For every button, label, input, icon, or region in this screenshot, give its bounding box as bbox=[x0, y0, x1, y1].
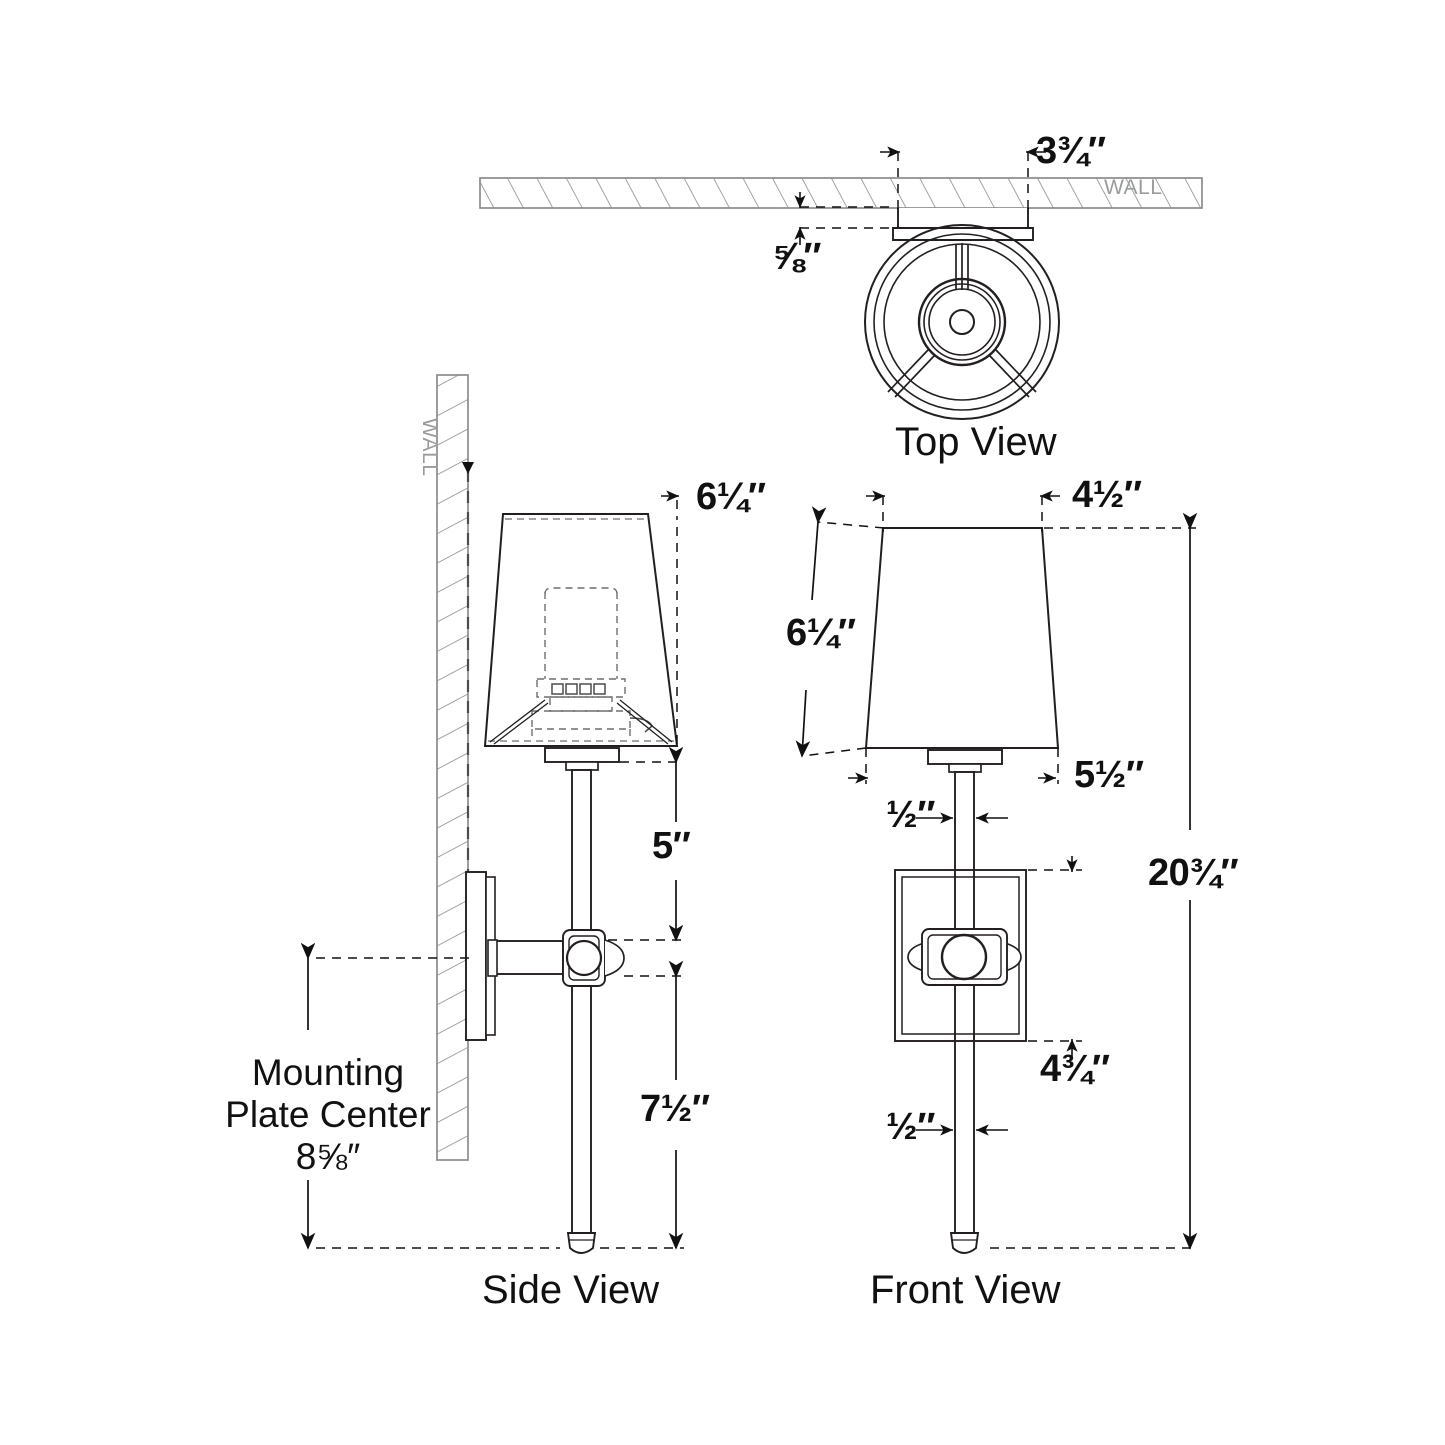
mounting-plate-note-line2: Plate Center bbox=[225, 1094, 431, 1135]
top-view-group bbox=[479, 146, 1203, 420]
top-view-mounting-plate bbox=[892, 208, 1034, 241]
dim-label-front-stem-width-upper: ½″ bbox=[886, 794, 935, 836]
front-view-shade bbox=[864, 527, 1060, 749]
front-view-knuckle bbox=[907, 928, 1022, 986]
dim-side-mounting-plate-center bbox=[300, 942, 560, 1250]
dim-label-front-overall-height: 20¾″ bbox=[1148, 852, 1239, 894]
dim-label-front-top-dia: 4½″ bbox=[1072, 474, 1142, 516]
side-view-arm bbox=[487, 939, 564, 977]
side-view-stem bbox=[571, 769, 592, 1236]
wall-tag-top-view: WALL bbox=[1104, 176, 1163, 199]
front-view-finial bbox=[949, 1232, 980, 1254]
dim-side-stem-lower bbox=[600, 960, 684, 1250]
front-view-stem bbox=[954, 771, 975, 1239]
wall-tag-side-view: WALL bbox=[418, 418, 441, 477]
dim-front-backplate-height bbox=[1028, 856, 1082, 1058]
side-view-collar bbox=[544, 747, 620, 771]
top-view-shade-circles bbox=[864, 224, 1060, 420]
dim-label-front-bottom-dia: 5½″ bbox=[1074, 754, 1144, 796]
dim-label-side-stem-upper: 5″ bbox=[652, 825, 691, 867]
view-label-front: Front View bbox=[870, 1268, 1061, 1312]
top-view-spokes bbox=[887, 243, 1037, 398]
side-view-group bbox=[300, 374, 684, 1254]
dim-side-stem-upper bbox=[608, 746, 684, 942]
dim-top-plate-thickness bbox=[794, 192, 895, 245]
view-label-top: Top View bbox=[895, 420, 1057, 464]
dim-front-slant-height bbox=[795, 506, 885, 758]
view-label-side: Side View bbox=[482, 1268, 660, 1312]
dim-label-front-stem-width-lower: ½″ bbox=[886, 1106, 935, 1148]
mounting-plate-note-line1: Mounting bbox=[251, 1052, 405, 1093]
front-view-group bbox=[795, 490, 1198, 1254]
side-wall-face-arrow bbox=[462, 462, 474, 474]
side-view-wall bbox=[436, 374, 469, 1161]
front-view-collar bbox=[927, 749, 1003, 773]
dim-label-side-shade-height: 6¼″ bbox=[696, 476, 766, 518]
top-view-wall bbox=[479, 177, 1203, 209]
dim-label-front-backplate-height: 4¾″ bbox=[1040, 1048, 1110, 1090]
dim-label-front-slant-height: 6¼″ bbox=[786, 612, 856, 654]
dim-front-top-dia bbox=[866, 490, 1060, 532]
side-view-shade bbox=[483, 513, 679, 747]
side-view-finial bbox=[566, 1232, 597, 1254]
dim-front-overall-height bbox=[990, 512, 1198, 1250]
dim-top-projection bbox=[880, 146, 1046, 215]
dim-side-shade-height bbox=[661, 490, 679, 752]
dim-label-top-plate-thickness: ⅝″ bbox=[772, 236, 821, 278]
dim-label-side-stem-lower: 7½″ bbox=[640, 1088, 710, 1130]
dim-label-top-projection: 3¾″ bbox=[1036, 130, 1106, 172]
mounting-plate-note-value: 8⅝″ bbox=[295, 1136, 361, 1177]
side-view-knuckle bbox=[562, 929, 625, 987]
dim-front-bottom-dia bbox=[848, 748, 1059, 784]
